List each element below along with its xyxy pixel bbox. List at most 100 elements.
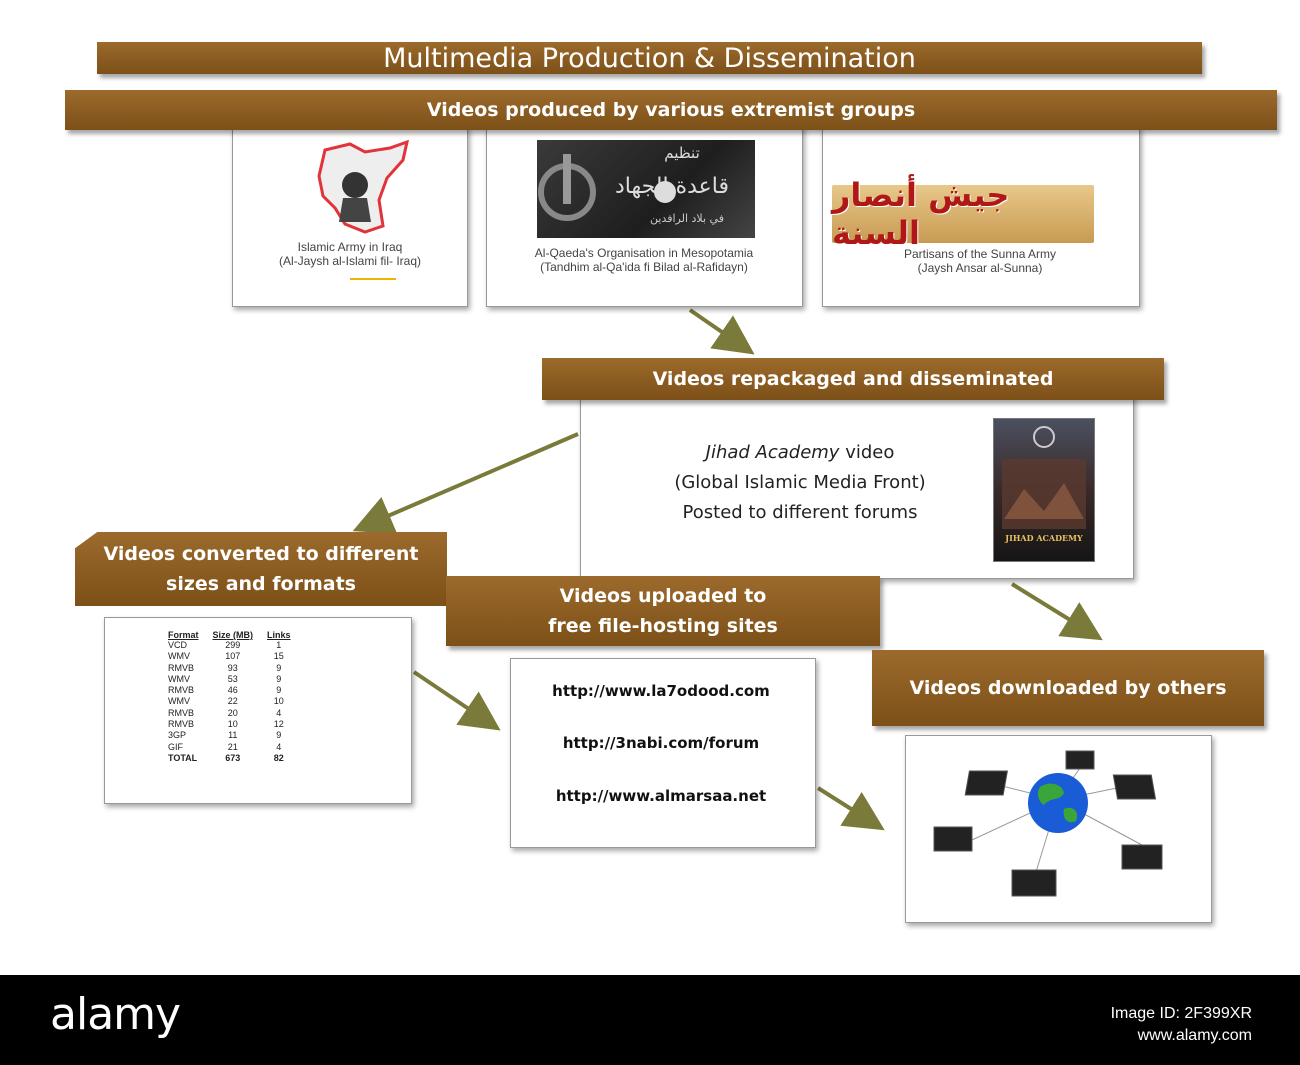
table-cell: 10 xyxy=(227,719,238,730)
laptop-icon xyxy=(964,770,1009,796)
table-cell: 11 xyxy=(228,730,238,741)
table-cell: 82 xyxy=(273,752,284,763)
islamic-army-translit: (Al-Jaysh al-Islami fil- Iraq) xyxy=(278,254,422,268)
uploaded-banner-line1: Videos uploaded to xyxy=(559,585,767,607)
table-cell: RMVB xyxy=(168,707,195,718)
table-cell: 21 xyxy=(227,741,238,752)
table-cell: 22 xyxy=(227,696,238,707)
converted-banner-line1: Videos converted to different xyxy=(103,543,419,565)
footer-bar: alamy Image ID: 2F399XR www.alamy.com xyxy=(0,975,1300,1065)
ansar-sunna-arabic: جيش أنصار السنة xyxy=(832,176,1010,252)
aqi-arabic-bottom: في بلاد الرافدين xyxy=(650,212,724,225)
arrow-to-uploaded xyxy=(412,670,501,731)
converted-banner-line2: sizes and formats xyxy=(166,573,356,595)
aqi-arabic-top: تنظيم xyxy=(664,144,700,162)
table-cell: GIF xyxy=(168,741,183,752)
table-cell: RMVB xyxy=(168,685,195,696)
arrow-to-repackaged xyxy=(688,308,755,355)
aqi-logo: تنظيم قاعدة الجهاد في بلاد الرافدين xyxy=(537,140,755,238)
table-cell: 673 xyxy=(225,752,241,763)
table-cell: 93 xyxy=(227,662,238,673)
aqi-name: Al-Qaeda's Organisation in Mesopotamia xyxy=(534,246,754,260)
table-row-total: TOTAL 673 82 xyxy=(168,753,305,764)
page-title: Multimedia Production & Dissemination xyxy=(97,42,1202,74)
table-cell: 46 xyxy=(227,685,238,696)
table-cell: 3GP xyxy=(168,730,187,741)
islamic-army-logo xyxy=(317,140,409,234)
table-cell: WMV xyxy=(168,673,190,684)
islamic-army-name: Islamic Army in Iraq xyxy=(297,240,403,254)
table-cell: 9 xyxy=(276,662,282,673)
downloaded-banner: Videos downloaded by others xyxy=(872,650,1264,726)
table-cell: 9 xyxy=(276,685,282,696)
repackaged-banner-text: Videos repackaged and disseminated xyxy=(652,368,1054,390)
academy-title: Jihad Academy xyxy=(705,442,840,463)
table-cell: 1 xyxy=(276,640,282,650)
arrow-to-downloaded-from-academy xyxy=(1010,582,1103,641)
connector-arrows xyxy=(352,308,1103,831)
uploaded-banner: Videos uploaded to free file-hosting sit… xyxy=(446,576,880,646)
academy-line1: Jihad Academy video xyxy=(600,438,1000,468)
aqi-caption: Al-Qaeda's Organisation in Mesopotamia (… xyxy=(492,246,796,274)
table-row: RMVB 46 9 xyxy=(168,685,305,696)
arrow-to-converted xyxy=(352,432,579,534)
table-cell: TOTAL xyxy=(168,752,198,763)
url-3nabi[interactable]: http://3nabi.com/forum xyxy=(562,734,760,752)
ansar-sunna-name: Partisans of the Sunna Army xyxy=(903,247,1057,261)
laptop-icon xyxy=(1065,750,1095,770)
table-cell: 107 xyxy=(225,651,241,662)
table-cell: 4 xyxy=(276,707,282,718)
ansar-sunna-caption: Partisans of the Sunna Army (Jaysh Ansar… xyxy=(830,247,1130,275)
table-cell: 15 xyxy=(273,651,284,662)
formats-header-size: Size (MB) xyxy=(212,630,254,640)
table-row: RMVB 10 12 xyxy=(168,719,305,730)
table-cell: 10 xyxy=(273,696,284,707)
laptop-icon xyxy=(933,826,973,852)
laptop-icon xyxy=(1011,869,1057,897)
laptop-network-image xyxy=(933,750,1163,897)
laptop-icon xyxy=(1112,774,1157,800)
url-almarsaa[interactable]: http://www.almarsaa.net xyxy=(555,787,767,805)
ansar-sunna-logo: جيش أنصار السنة xyxy=(832,176,1094,252)
islamic-army-underline xyxy=(350,278,396,280)
table-row: 3GP 11 9 xyxy=(168,730,305,741)
url-la7odood[interactable]: http://www.la7odood.com xyxy=(552,682,770,700)
table-cell: 299 xyxy=(225,640,241,650)
table-row: RMVB 20 4 xyxy=(168,708,305,719)
table-cell: 4 xyxy=(276,741,282,752)
academy-line3: Posted to different forums xyxy=(682,502,918,523)
footer-brand: alamy xyxy=(50,989,181,1040)
table-cell: 9 xyxy=(276,673,282,684)
aqi-arabic-mid: قاعدة الجهاد xyxy=(614,174,730,199)
formats-box xyxy=(104,617,412,804)
repackaged-banner: Videos repackaged and disseminated xyxy=(542,358,1164,400)
table-cell: 9 xyxy=(276,730,282,741)
table-cell: 20 xyxy=(227,707,238,718)
table-row: VCD 299 1 xyxy=(168,640,305,651)
table-cell: 12 xyxy=(273,719,284,730)
table-cell: WMV xyxy=(168,651,190,662)
footer-site[interactable]: www.alamy.com xyxy=(1137,1027,1252,1044)
formats-header-row: Format Size (MB) Links xyxy=(168,630,305,640)
groups-banner: Videos produced by various extremist gro… xyxy=(65,90,1277,130)
table-cell: RMVB xyxy=(168,719,195,730)
converted-banner: Videos converted to different sizes and … xyxy=(75,532,447,606)
academy-description: Jihad Academy video (Global Islamic Medi… xyxy=(600,438,1000,528)
academy-poster-label: JIHAD ACADEMY xyxy=(1005,533,1083,543)
formats-header-links: Links xyxy=(267,630,291,640)
downloaded-banner-text: Videos downloaded by others xyxy=(909,677,1227,699)
uploaded-banner-line2: free file-hosting sites xyxy=(548,615,778,637)
academy-poster-emblem-icon xyxy=(1002,426,1086,529)
page-title-text: Multimedia Production & Dissemination xyxy=(383,42,916,74)
footer-image-id: Image ID: 2F399XR xyxy=(1110,1005,1252,1022)
globe-icon xyxy=(1028,773,1088,833)
groups-banner-text: Videos produced by various extremist gro… xyxy=(426,99,916,121)
islamic-army-caption: Islamic Army in Iraq (Al-Jaysh al-Islami… xyxy=(240,240,460,268)
aqi-translit: (Tandhim al-Qa'ida fi Bilad al-Rafidayn) xyxy=(540,260,748,274)
academy-video-word: video xyxy=(839,442,895,463)
table-cell: VCD xyxy=(168,640,188,650)
table-cell: 53 xyxy=(227,673,238,684)
